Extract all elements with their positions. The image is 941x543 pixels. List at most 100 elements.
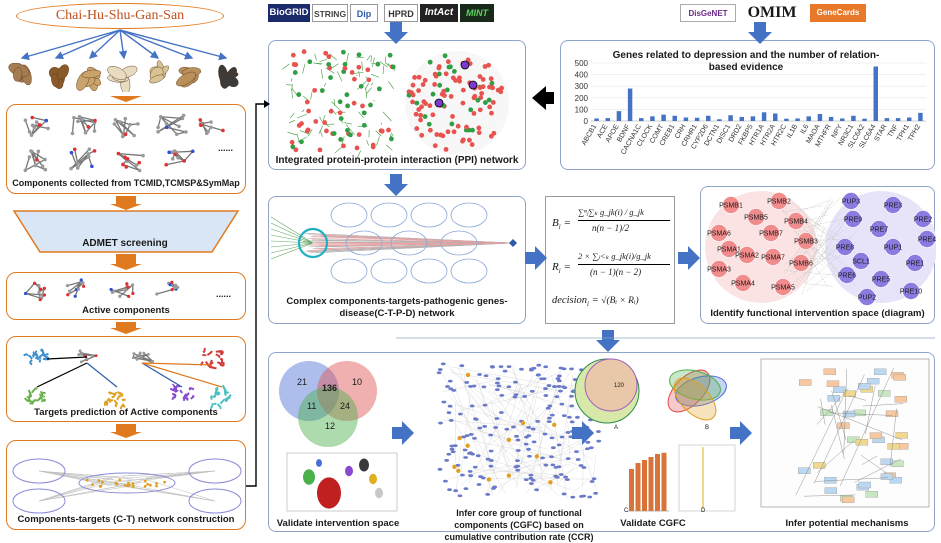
bi-symbol: B: [552, 217, 559, 229]
cgfc-node: [527, 455, 532, 458]
pathway-node: [888, 443, 900, 449]
molecule-bond: [32, 118, 46, 121]
protein-strand: [202, 355, 205, 356]
ppi-node: [388, 53, 393, 58]
protein-strand: [29, 356, 32, 359]
ctpd-cluster: [331, 259, 367, 283]
cgfc-node: [550, 463, 555, 466]
cgfc-node: [554, 395, 559, 398]
molecule-atom: [66, 284, 69, 287]
molecule-atom: [84, 131, 88, 135]
chart-bar: [773, 113, 777, 121]
venn-value-3: 136: [322, 383, 337, 393]
ppi-node: [338, 99, 343, 104]
ppi-edge: [287, 132, 296, 135]
molecule-bond: [167, 127, 186, 132]
bi-fraction-line: [578, 220, 670, 221]
cgfc-node: [493, 426, 498, 429]
ppi-node: [323, 51, 328, 56]
cgfc-node: [470, 404, 475, 407]
ppi-node: [329, 109, 334, 114]
protein-strand: [35, 358, 38, 360]
cgfc-node: [557, 375, 562, 378]
molecule-atom: [131, 283, 134, 286]
ppi-edge: [372, 58, 374, 67]
logo-dip: Dip: [350, 4, 378, 22]
cgfc-edge: [459, 390, 553, 410]
molecule-atom: [79, 349, 82, 352]
chart-bar: [740, 117, 744, 121]
cgfc-core-node: [487, 477, 491, 481]
venn-circle-green: [298, 387, 358, 447]
pathway-node: [894, 374, 906, 380]
ppi-node: [486, 63, 491, 68]
cgfc-edge: [516, 394, 558, 440]
ppi-node: [332, 131, 337, 136]
cgfc-node: [574, 450, 579, 453]
cgfc-core-node: [456, 469, 460, 473]
molecule-atom: [132, 134, 136, 138]
ppi-node: [457, 79, 462, 84]
ppi-node: [423, 78, 428, 83]
cgfc-node: [473, 466, 478, 469]
ppi-node: [357, 132, 362, 137]
ri-numerator: 2 × ∑ⱼ<ₖ g_jk(i)/g_jk: [578, 251, 651, 262]
down-arrow-orange: [110, 424, 142, 438]
molecule-atom: [171, 157, 175, 161]
ppi-node: [451, 75, 456, 80]
cgfc-node: [514, 435, 519, 438]
components-panel: ...... Components collected from TCMID,T…: [6, 104, 246, 194]
protein-strand: [24, 354, 28, 355]
molecule-atom: [81, 281, 84, 284]
cgfc-node: [504, 428, 509, 431]
molecule-atom: [91, 354, 94, 357]
ppi-edge: [290, 113, 294, 118]
pathway-node: [878, 390, 890, 396]
targets-caption: Targets prediction of Active components: [7, 407, 245, 419]
ppi-node: [412, 75, 417, 80]
cgfc-node: [495, 382, 500, 385]
chart-bar: [594, 118, 598, 121]
ppi-node: [437, 72, 442, 77]
ct-edge: [39, 471, 132, 478]
ppi-node: [345, 92, 350, 97]
active-caption: Active components: [7, 305, 245, 317]
cgfc-node: [581, 495, 586, 498]
ccr-bar: [662, 453, 667, 511]
ctpd-edge: [271, 223, 313, 243]
cgfc-node: [566, 431, 571, 434]
ct-node: [86, 479, 89, 482]
herbs-row: [6, 60, 246, 92]
ppi-node: [307, 59, 312, 64]
ppi-node: [421, 99, 426, 104]
venn-value-5: 24: [340, 401, 350, 411]
ppi-node: [444, 71, 449, 76]
molecule-atom: [71, 132, 75, 136]
ccr-bar: [655, 454, 660, 511]
molecule-atom: [30, 150, 34, 154]
cgfc-core-node: [507, 438, 511, 442]
molecule-atom: [142, 352, 145, 355]
ppi-node: [389, 137, 394, 142]
psmb-label: PSMA2: [735, 253, 759, 260]
ct-edge: [39, 471, 108, 483]
validation-graphics: [269, 353, 936, 533]
ppi-caption: Integrated protein-protein interaction (…: [269, 155, 525, 167]
ppi-node: [444, 147, 449, 152]
ppi-node: [352, 101, 357, 106]
ppi-edge: [391, 134, 393, 137]
logo-intact: IntAct: [420, 4, 458, 22]
cgfc-node: [438, 422, 443, 425]
validate-space-caption: Validate intervention space: [273, 518, 403, 530]
cgfc-node: [547, 384, 552, 387]
cgfc-node: [548, 405, 553, 408]
cgfc-node: [557, 444, 562, 447]
pup-label: PUP1: [884, 245, 902, 252]
protein-strand: [123, 400, 126, 401]
cgfc-node: [451, 389, 456, 392]
chart-y-tick: 100: [575, 105, 589, 114]
ppi-node: [478, 107, 483, 112]
protein-strand: [109, 393, 114, 395]
ct-node: [155, 482, 158, 485]
molecule-bond: [118, 154, 139, 171]
